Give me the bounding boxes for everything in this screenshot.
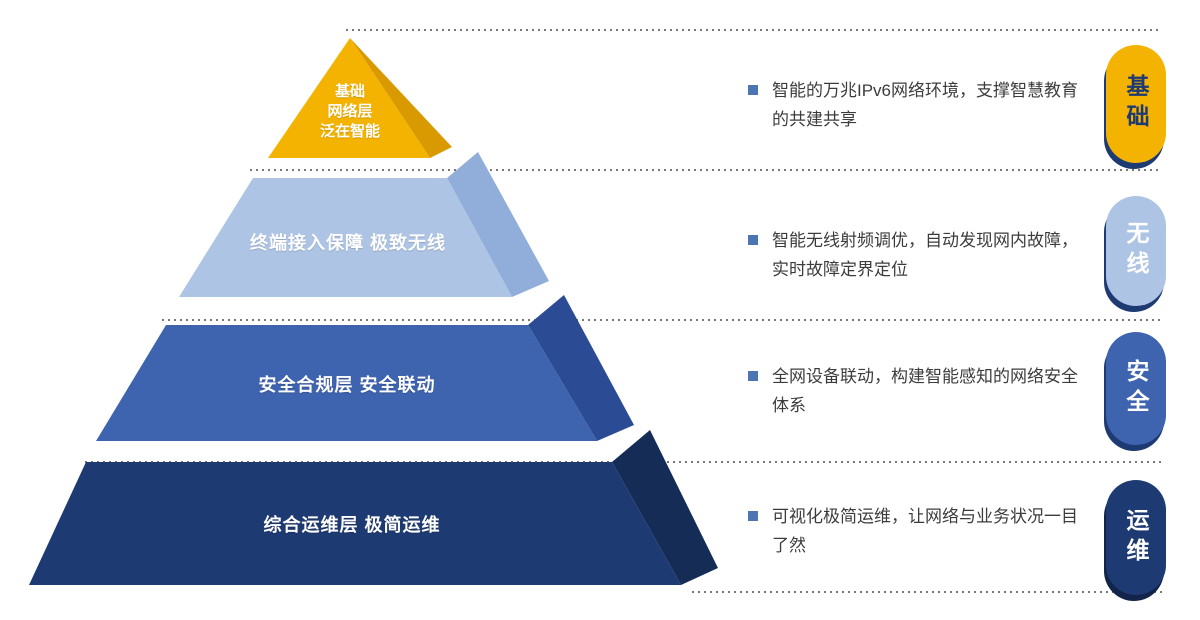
pill-operations-label: 运维	[1123, 507, 1149, 568]
bullet-square-icon	[748, 371, 758, 381]
pyramid-layer1-side-face	[350, 38, 452, 158]
pyramid-layer1-label-line1: 基础	[334, 83, 365, 100]
pill-wireless: 无线	[1106, 196, 1166, 306]
bullet-text-security: 全网设备联动，构建智能感知的网络安全体系	[772, 367, 1078, 415]
bullet-text-operations: 可视化极简运维，让网络与业务状况一目了然	[772, 507, 1078, 555]
pyramid-layer3-front-face	[96, 325, 597, 441]
pyramid-layer3-label: 安全合规层 安全联动	[258, 375, 436, 395]
bullet-item-security: 全网设备联动，构建智能感知的网络安全体系	[748, 362, 1104, 420]
bullet-square-icon	[748, 235, 758, 245]
pill-operations: 运维	[1106, 480, 1166, 595]
pill-wireless-label: 无线	[1123, 221, 1149, 281]
pyramid-layer2-front-face	[179, 178, 512, 297]
pyramid-layer4-label: 综合运维层 极简运维	[263, 515, 441, 535]
bullet-item-wireless: 智能无线射频调优，自动发现网内故障，实时故障定界定位	[748, 226, 1104, 284]
pyramid-layer4-front-face	[29, 462, 681, 585]
pyramid-layer4-side-face	[612, 430, 718, 585]
pill-security-label: 安全	[1123, 358, 1149, 419]
bullet-text-wireless: 智能无线射频调优，自动发现网内故障，实时故障定界定位	[772, 231, 1078, 279]
pyramid-layer1-label-line2: 网络层	[327, 103, 373, 120]
pyramid-layer1-front-face	[268, 38, 430, 158]
pill-security: 安全	[1106, 332, 1166, 445]
bullet-item-operations: 可视化极简运维，让网络与业务状况一目了然	[748, 502, 1104, 560]
bullet-square-icon	[748, 511, 758, 521]
pyramid-layer2-label: 终端接入保障 极致无线	[250, 233, 446, 253]
pyramid-layer1-label-line3: 泛在智能	[319, 123, 380, 140]
pyramid-layer2-side-face	[447, 152, 549, 297]
pyramid-layer1-label: 基础 网络层 泛在智能	[287, 82, 413, 142]
bullet-square-icon	[748, 85, 758, 95]
bullet-text-basic: 智能的万兆IPv6网络环境，支撑智慧教育的共建共享	[772, 81, 1079, 129]
pill-basic-label: 基础	[1123, 74, 1149, 134]
pyramid-layer3-side-face	[528, 295, 634, 441]
bullet-item-basic: 智能的万兆IPv6网络环境，支撑智慧教育的共建共享	[748, 76, 1104, 134]
pill-basic: 基础	[1106, 45, 1166, 163]
